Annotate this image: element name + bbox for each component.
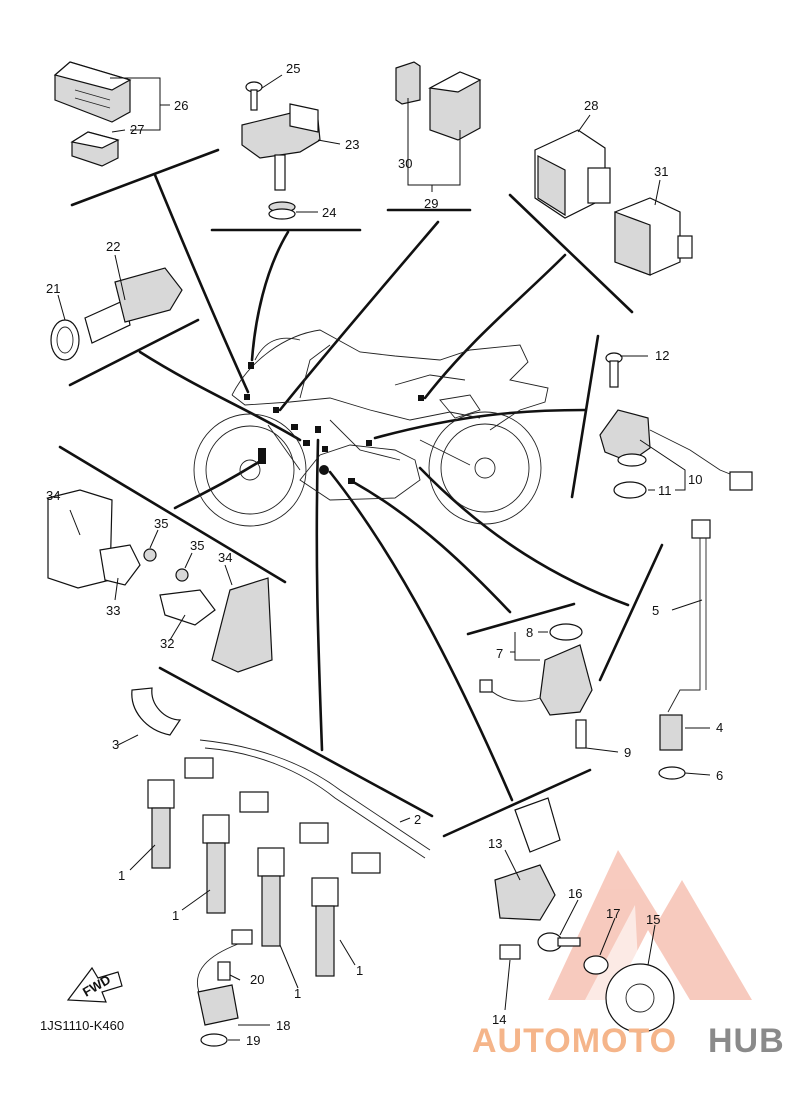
relay-31 xyxy=(614,197,693,276)
washer-17 xyxy=(583,955,609,975)
sensor-13 xyxy=(494,797,561,921)
callout-13: 13 xyxy=(488,836,502,851)
callout-32: 32 xyxy=(160,636,174,651)
reflector-34a xyxy=(47,489,113,589)
callout-22: 22 xyxy=(106,239,120,254)
washer-6 xyxy=(658,766,686,780)
reflector-34b xyxy=(211,577,273,673)
callout-23: 23 xyxy=(345,137,359,152)
callout-25: 25 xyxy=(286,61,300,76)
callout-1a: 1 xyxy=(118,868,125,883)
bolt-9 xyxy=(575,719,587,749)
gasket-21 xyxy=(50,319,80,361)
bolt-14 xyxy=(499,944,521,960)
temp-sensor-22 xyxy=(84,267,183,344)
watermark-text-secondary: HUB xyxy=(708,1022,785,1060)
callout-1b: 1 xyxy=(172,908,179,923)
callout-29: 29 xyxy=(424,196,438,211)
bolt-16 xyxy=(537,932,581,952)
callout-10: 10 xyxy=(688,472,702,487)
callout-33: 33 xyxy=(106,603,120,618)
relay-29 xyxy=(428,71,482,141)
clamp-3 xyxy=(131,687,182,736)
connector-26 xyxy=(53,61,132,123)
callout-31: 31 xyxy=(654,164,668,179)
ignition-coil-1c xyxy=(257,847,285,947)
ignition-coil-1b xyxy=(202,814,230,914)
connector-27 xyxy=(70,131,120,167)
bracket-33 xyxy=(99,544,141,586)
callout-20: 20 xyxy=(250,972,264,987)
callout-12: 12 xyxy=(655,348,669,363)
fwd-arrow-icon xyxy=(66,966,123,1003)
callout-2: 2 xyxy=(414,812,421,827)
callout-labels: 26 27 25 23 24 30 29 28 31 21 22 12 10 1… xyxy=(46,61,723,1048)
callout-17: 17 xyxy=(606,906,620,921)
o-ring-19 xyxy=(200,1033,228,1047)
callout-leaders xyxy=(57,74,711,1041)
callout-7: 7 xyxy=(496,646,503,661)
nut-35a xyxy=(143,548,157,562)
relay-30 xyxy=(395,61,421,105)
group-frames xyxy=(58,148,664,838)
callout-16: 16 xyxy=(568,886,582,901)
callout-9: 9 xyxy=(624,745,631,760)
bolt-12 xyxy=(605,352,623,388)
leader-lines xyxy=(138,173,630,802)
callout-35a: 35 xyxy=(154,516,168,531)
bracket-32 xyxy=(159,589,216,626)
ignition-coil-1d xyxy=(311,877,339,977)
screw-20 xyxy=(217,961,231,981)
crank-sensor-7 xyxy=(479,644,593,716)
screw-25 xyxy=(245,81,263,111)
lead-5 xyxy=(667,519,711,713)
sprocket-15 xyxy=(605,963,675,1033)
callout-6: 6 xyxy=(716,768,723,783)
sensor-lead-18 xyxy=(196,929,253,1026)
speed-sensor-10 xyxy=(599,409,753,491)
unit-28 xyxy=(534,129,611,219)
callout-24: 24 xyxy=(322,205,336,220)
callout-1d: 1 xyxy=(356,963,363,978)
watermark-text-primary: AUTOMOTO xyxy=(472,1022,677,1060)
o-ring-11 xyxy=(613,481,647,499)
intake-pressure-sensor-23 xyxy=(241,103,321,191)
callout-26: 26 xyxy=(174,98,188,113)
callout-34a: 34 xyxy=(46,488,60,503)
grommet-24 xyxy=(268,201,296,220)
o-ring-8 xyxy=(549,623,583,641)
callout-19: 19 xyxy=(246,1033,260,1048)
callout-21: 21 xyxy=(46,281,60,296)
ignition-coil-1a xyxy=(147,779,175,869)
callout-35b: 35 xyxy=(190,538,204,553)
callout-27: 27 xyxy=(130,122,144,137)
callout-11: 11 xyxy=(658,483,672,498)
callout-15: 15 xyxy=(646,912,660,927)
motorcycle-outline xyxy=(193,329,549,527)
drawing-code: 1JS1110-K460 xyxy=(40,1018,124,1033)
callout-28: 28 xyxy=(584,98,598,113)
callout-4: 4 xyxy=(716,720,723,735)
callout-14: 14 xyxy=(492,1012,506,1027)
sensor-4 xyxy=(659,714,683,751)
callout-3: 3 xyxy=(112,737,119,752)
callout-8: 8 xyxy=(526,625,533,640)
callout-18: 18 xyxy=(276,1018,290,1033)
callout-34b: 34 xyxy=(218,550,232,565)
harness-2 xyxy=(184,739,431,874)
callout-30: 30 xyxy=(398,156,412,171)
callout-1c: 1 xyxy=(294,986,301,1001)
callout-5: 5 xyxy=(652,603,659,618)
nut-35b xyxy=(175,568,189,582)
